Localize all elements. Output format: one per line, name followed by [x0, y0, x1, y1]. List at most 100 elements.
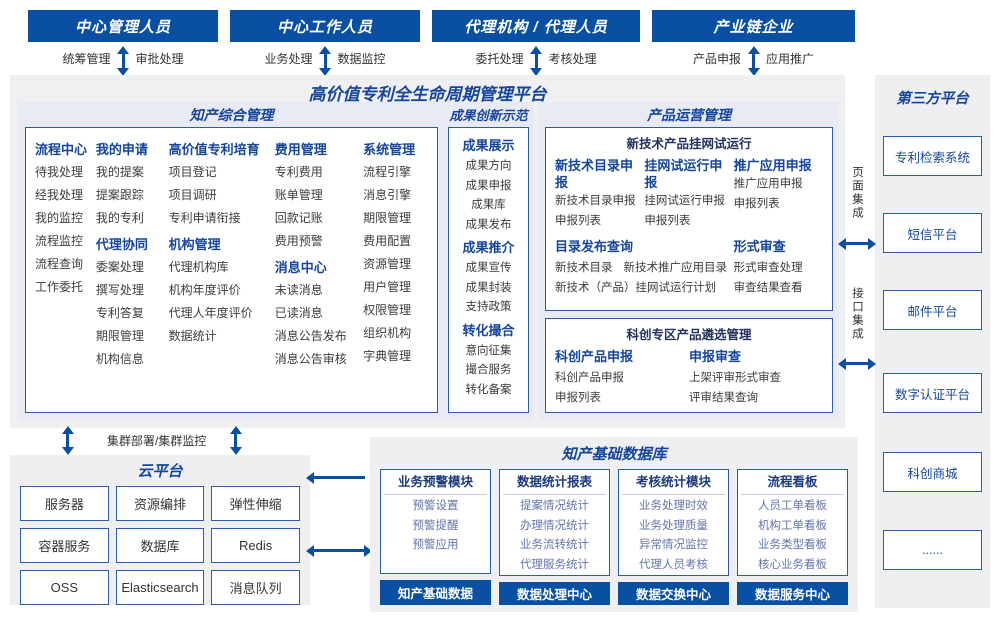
third-party-box-sms: 短信平台 [883, 213, 982, 253]
menu-item: 期限管理 [363, 211, 412, 225]
function-label: 数据监控 [337, 51, 386, 66]
menu-item: 申报列表 [644, 215, 691, 227]
menu-item: 撰写处理 [95, 283, 144, 297]
menu-item: 流程查询 [35, 257, 84, 271]
group-header: 高价值专利培育 [168, 142, 260, 157]
menu-column: 高价值专利培育 项目登记 项目调研 专利申请衔接 机构管理 代理机构库 机构年度… [169, 138, 275, 402]
menu-column: 科创产品申报 科创产品申报 申报列表 [555, 345, 689, 408]
menu-item: 消息公告审核 [274, 352, 347, 366]
data-center-bar: 知产基础数据 [380, 580, 491, 605]
ip-management-box: 流程中心 待我处理 经我处理 我的监控 流程监控 流程查询 工作委托 我的申请 … [25, 127, 438, 413]
cloud-box-oss: OSS [20, 570, 109, 605]
data-module: 考核统计模块 业务处理时效 业务处理质量 异常情况监控 代理人员考核 数据交换中… [618, 469, 729, 605]
menu-item: 形式审查处理 [733, 262, 803, 274]
menu-item: 专利申请衔接 [168, 211, 241, 225]
ip-database-panel: 知产基础数据库 业务预警模块 预警设置 预警提醒 预警应用 知产基础数据 数据统… [370, 437, 858, 612]
function-label: 统筹管理 [62, 51, 111, 66]
menu-item: 未读消息 [274, 283, 323, 297]
module-item: 预警应用 [412, 539, 459, 551]
data-module: 业务预警模块 预警设置 预警提醒 预警应用 知产基础数据 [380, 469, 491, 605]
module-item: 预警提醒 [412, 519, 459, 532]
menu-column: 申报审查 上架评审形式审查 评审结果查询 [689, 345, 823, 408]
menu-column: 新技术目录申报 新技术目录申报 申报列表 [555, 154, 644, 231]
menu-item: 意向征集 [465, 344, 512, 357]
menu-item: 提案跟踪 [95, 188, 144, 202]
function-label: 考核处理 [548, 51, 597, 66]
menu-item: 费用配置 [363, 234, 412, 248]
user-group-functions: 产品申报 应用推广 [652, 46, 855, 70]
menu-item: 代理人年度评价 [168, 306, 253, 320]
group-header: 目录发布查询 [555, 239, 634, 254]
group-header: 推广应用申报 [733, 158, 812, 173]
section-title: 产品运营管理 [647, 106, 731, 123]
menu-item: 待我处理 [35, 165, 84, 179]
user-group-banner-agencies: 代理机构 / 代理人员 [432, 10, 640, 42]
function-label: 产品申报 [692, 51, 741, 66]
platform-container: 高价值专利全生命周期管理平台 知产综合管理 流程中心 待我处理 经我处理 我的监… [10, 75, 845, 428]
menu-item: 消息公告发布 [274, 329, 347, 343]
achievement-box: 成果展示 成果方向 成果申报 成果库 成果发布 成果推介 成果宣传 成果封装 支… [448, 127, 529, 413]
menu-item: 推广应用申报 [733, 178, 803, 190]
menu-item: 审查结果查看 [733, 282, 803, 294]
group-header: 科创产品申报 [555, 349, 634, 364]
menu-item: 专利费用 [274, 165, 323, 179]
cloud-platform-title: 云平台 [137, 463, 183, 480]
menu-item: 挂网试运行申报 [644, 195, 725, 207]
banner-title: 中心管理人员 [74, 18, 171, 36]
menu-item: 用户管理 [363, 280, 412, 294]
group-header: 流程中心 [35, 142, 88, 157]
third-party-box-digital-cert: 数字认证平台 [883, 373, 982, 413]
menu-column: 流程中心 待我处理 经我处理 我的监控 流程监控 流程查询 工作委托 [35, 138, 96, 402]
user-group-banner-center-managers: 中心管理人员 [28, 10, 218, 42]
menu-column: 推广应用申报 推广应用申报 申报列表 [734, 154, 823, 231]
module-item: 预警设置 [412, 500, 459, 512]
cloud-box-redis: Redis [211, 528, 300, 563]
module-item: 业务流转统计 [520, 539, 589, 551]
menu-item: 字典管理 [363, 349, 412, 363]
trial-columns: 新技术目录申报 新技术目录申报 申报列表 挂网试运行申报 挂网试运行申报 申报列… [555, 154, 823, 231]
group-header: 成果推介 [462, 240, 515, 255]
group-header: 机构管理 [168, 237, 221, 252]
cluster-label: 集群部署/集群监控 [107, 434, 207, 448]
menu-item: 委案处理 [95, 260, 144, 274]
cloud-grid: 服务器 资源编排 弹性伸缩 容器服务 数据库 Redis OSS Elastic… [10, 481, 310, 605]
data-center-bar: 数据服务中心 [737, 582, 848, 605]
ip-database-title: 知产基础数据库 [561, 446, 667, 463]
group-header: 成果展示 [462, 138, 515, 153]
menu-item: 科创产品申报 [555, 372, 624, 384]
function-label: 业务处理 [264, 51, 313, 66]
group-header: 消息中心 [274, 260, 327, 275]
data-module: 数据统计报表 提案情况统计 办理情况统计 业务流转统计 代理服务统计 数据处理中… [499, 469, 610, 605]
data-module: 流程看板 人员工单看板 机构工单看板 业务类型看板 核心业务看板 数据服务中心 [737, 469, 848, 605]
function-label: 应用推广 [766, 51, 815, 66]
data-center-bar: 数据处理中心 [499, 582, 610, 605]
left-arrow-icon [313, 476, 365, 479]
menu-item: 新技术目录申报 [555, 195, 636, 207]
user-group-functions: 委托处理 考核处理 [432, 46, 640, 70]
module-header: 考核统计模块 [622, 471, 725, 495]
cloud-box-database: 数据库 [115, 528, 205, 563]
menu-item: 机构信息 [95, 352, 144, 366]
platform-title: 高价值专利全生命周期管理平台 [308, 85, 547, 104]
vertical-double-arrow-icon [66, 433, 69, 448]
menu-item: 组织机构 [363, 326, 412, 340]
user-group-banner-enterprises: 产业链企业 [652, 10, 855, 42]
horizontal-double-arrow-icon [845, 362, 869, 365]
trial-bottom-row: 目录发布查询 新技术目录 新技术推广应用目录 新技术（产品）挂网试运行计划 形式… [555, 235, 823, 298]
group-header: 代理协同 [95, 237, 148, 252]
menu-item: 权限管理 [363, 303, 412, 317]
menu-column: 目录发布查询 新技术目录 新技术推广应用目录 新技术（产品）挂网试运行计划 [555, 235, 734, 298]
cloud-platform-panel: 云平台 服务器 资源编排 弹性伸缩 容器服务 数据库 Redis OSS Ela… [10, 455, 310, 605]
group-header: 挂网试运行申报 [644, 158, 723, 190]
cloud-box-message-queue: 消息队列 [211, 570, 300, 605]
third-party-box-email: 邮件平台 [883, 290, 982, 330]
menu-item: 消息引擎 [363, 188, 412, 202]
group-header: 申报审查 [689, 349, 742, 364]
menu-column: 系统管理 流程引擎 消息引擎 期限管理 费用配置 资源管理 用户管理 权限管理 … [363, 138, 428, 402]
menu-item: 成果库 [471, 199, 506, 211]
menu-item: 经我处理 [35, 188, 84, 202]
kc-columns: 科创产品申报 科创产品申报 申报列表 申报审查 上架评审形式审查 评审结果查询 [555, 345, 823, 408]
menu-item: 评审结果查询 [689, 392, 758, 404]
menu-item: 流程监控 [35, 234, 84, 248]
function-label: 委托处理 [475, 51, 524, 66]
